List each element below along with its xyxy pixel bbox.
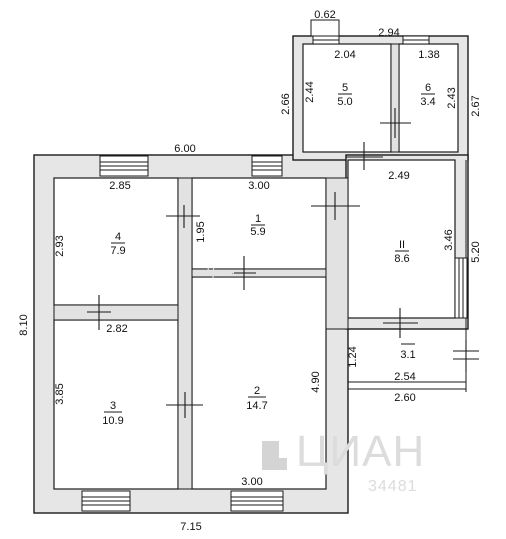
partition-vertical-main — [177, 177, 193, 490]
partition-room1-hall — [325, 177, 349, 330]
room-number: 4 — [115, 231, 121, 243]
dim-annex-right: 2.67 — [470, 95, 482, 116]
room-1-area — [191, 177, 327, 270]
porch-dimension-lines — [348, 382, 467, 392]
dim-room2-bottom: 3.00 — [241, 476, 262, 488]
window-room1-top — [251, 155, 283, 177]
room-label-4: 4 7.9 — [110, 231, 125, 257]
room-area: 14.7 — [246, 400, 267, 412]
room-label-3: 3 10.9 — [102, 400, 123, 427]
cian-logo-icon — [262, 441, 287, 470]
room-number: 1 — [255, 213, 261, 225]
room-number: 2 — [254, 385, 260, 397]
door-room3-room2 — [166, 392, 203, 418]
door-room5-room6 — [380, 108, 411, 138]
door-annex-hall — [346, 142, 383, 170]
dim-annex-top-small: 0.62 — [314, 9, 335, 21]
room-number: 3 — [110, 400, 116, 412]
room-label-5: 5 5.0 — [337, 82, 352, 108]
window-annex-top-left — [312, 35, 340, 45]
chimney-block — [310, 19, 340, 37]
dim-room6-right: 2.43 — [446, 87, 458, 108]
cian-watermark-id: 34481 — [368, 478, 418, 495]
dim-porch-inner: 2.54 — [394, 371, 415, 383]
window-hall-right — [454, 257, 468, 319]
window-room3-bottom — [81, 490, 131, 512]
dim-porch-outer: 2.60 — [394, 392, 415, 404]
room-6-area — [398, 43, 459, 153]
door-room1-hall — [311, 192, 360, 220]
room-number: 5 — [342, 82, 348, 94]
window-annex-top-right — [402, 35, 430, 45]
dim-room4-left: 2.93 — [54, 235, 66, 256]
room-4-area — [53, 177, 179, 306]
dim-room1-side: 1.95 — [195, 221, 207, 242]
dim-annex-top: 2.94 — [378, 27, 399, 39]
window-room2-bottom — [230, 490, 284, 512]
dim-room5-left: 2.44 — [304, 81, 316, 102]
dim-room6-top: 1.38 — [418, 49, 439, 61]
window-room4-top — [99, 155, 149, 177]
dim-room4-bottom: 2.82 — [106, 323, 127, 335]
dim-room1-top: 3.00 — [248, 180, 269, 192]
room-5-area — [302, 43, 392, 153]
dim-room2-right: 4.90 — [310, 371, 322, 392]
dim-overall-bottom: 7.15 — [180, 521, 201, 533]
dim-room5-top: 2.04 — [334, 49, 355, 61]
room-number: 6 — [425, 82, 431, 94]
partition-room4-room3 — [53, 304, 179, 321]
room-label-2: 2 14.7 — [246, 385, 267, 412]
door-room4-side — [166, 205, 200, 228]
dim-roomII-top: 2.49 — [388, 170, 409, 182]
room-label-6: 6 3.4 — [420, 82, 435, 108]
room-label-II: II 8.6 — [394, 239, 409, 265]
partition-room5-room6 — [390, 43, 400, 153]
room-label-porch: 3.1 — [400, 343, 416, 361]
cian-watermark-small: Циан — [206, 265, 235, 279]
door-hall-porch — [383, 308, 418, 338]
door-room1-room2 — [232, 256, 256, 290]
dim-annex-left: 2.66 — [280, 93, 292, 114]
dim-room4-top: 2.85 — [109, 180, 130, 192]
room-area: 10.9 — [102, 415, 123, 427]
dim-overall-left: 8.10 — [18, 314, 30, 335]
room-II-area — [347, 159, 456, 319]
door-porch-exit — [453, 340, 479, 372]
room-label-1: 1 5.9 — [250, 213, 265, 238]
room-area: 8.6 — [394, 253, 409, 265]
dim-porch-left: 1.24 — [347, 346, 359, 367]
room-number: II — [399, 239, 405, 251]
cian-watermark-brand: ЦИАН — [296, 427, 425, 476]
room-area: 7.9 — [110, 245, 125, 257]
dim-room3-left: 3.85 — [54, 383, 66, 404]
room-2-area — [191, 276, 327, 490]
dim-roomII-right: 3.46 — [443, 229, 455, 250]
dim-overall-top: 6.00 — [174, 143, 195, 155]
dim-roomII-side: 5.20 — [470, 241, 482, 262]
room-area: 5.9 — [250, 226, 265, 238]
room-area: 3.1 — [400, 349, 415, 361]
door-room4-room3 — [87, 295, 111, 330]
room-3-area — [53, 319, 179, 490]
cian-watermark: ЦИАН 34481 Циан — [206, 265, 425, 495]
room-area: 5.0 — [337, 96, 352, 108]
room-area: 3.4 — [420, 96, 435, 108]
